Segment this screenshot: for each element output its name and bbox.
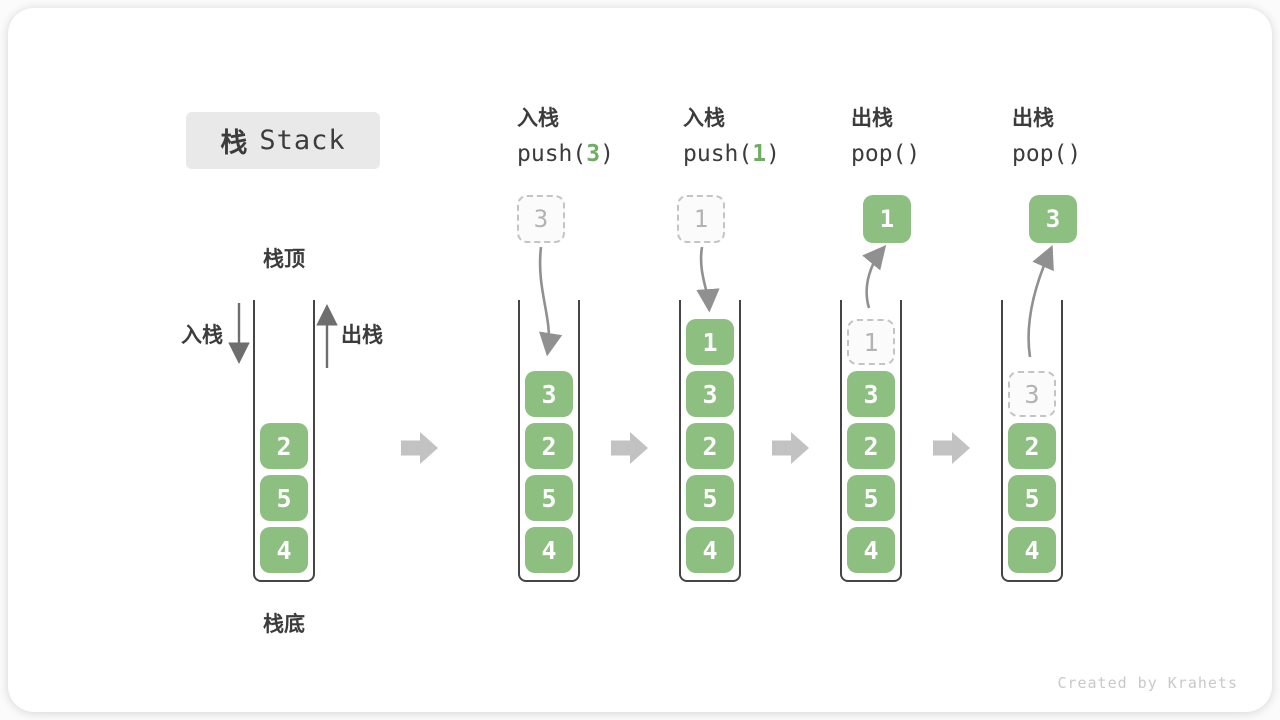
stack-top-label: 栈顶 [263,248,305,271]
stack-cell-ghost: 1 [847,319,895,365]
stack-cell: 5 [525,475,573,521]
op-code-post: ) [906,141,921,167]
stack-cell: 4 [1008,527,1056,573]
op-code-arg: 1 [752,141,767,167]
op-code-pre: push( [517,141,587,167]
stack-cell: 3 [525,371,573,417]
stack-container-initial: 2 5 4 [253,300,315,582]
op-zh: 出栈 [1012,107,1054,130]
op-code: pop() [1012,139,1081,169]
stack-cell: 2 [260,423,308,469]
incoming-value-box: 3 [517,195,565,243]
stack-cell-ghost: 3 [1008,371,1056,417]
stack-container-push-3: 3 2 5 4 [518,300,580,582]
op-code-pre: push( [683,141,753,167]
op-code: push(1) [683,139,780,169]
title-box: 栈 Stack [186,112,380,169]
stack-cell: 4 [686,527,734,573]
op-zh: 入栈 [683,107,725,130]
op-code-pre: pop( [1012,141,1068,167]
stack-cell: 5 [1008,475,1056,521]
stack-cell: 5 [847,475,895,521]
title-en: Stack [259,125,346,156]
stack-cell: 2 [525,423,573,469]
op-label-pop-1: 出栈 pop() [851,104,920,169]
push-curve-arrow [696,246,720,313]
op-code: pop() [851,139,920,169]
step-arrow-icon [772,432,809,464]
step-arrow-icon [611,432,648,464]
stack-cell: 4 [525,527,573,573]
step-arrow-icon [401,432,438,464]
op-code-post: ) [1067,141,1082,167]
op-zh: 入栈 [517,107,559,130]
stack-cell: 1 [686,319,734,365]
op-code-post: ) [600,141,614,167]
op-code-post: ) [766,141,780,167]
popped-value-box: 1 [863,195,911,243]
title-zh: 栈 [220,128,248,158]
stack-bottom-label: 栈底 [263,613,305,636]
push-side-label: 入栈 [181,324,223,347]
stack-cell: 5 [686,475,734,521]
step-arrow-icon [933,432,970,464]
op-label-push-1: 入栈 push(1) [683,104,780,169]
stack-cell: 4 [260,527,308,573]
stack-cell: 2 [686,423,734,469]
op-label-push-3: 入栈 push(3) [517,104,614,169]
stack-cell: 5 [260,475,308,521]
stack-container-pop-1: 1 3 2 5 4 [840,300,902,582]
op-zh: 出栈 [851,107,893,130]
watermark: Created by Krahets [1057,674,1238,692]
stack-cell: 3 [847,371,895,417]
stack-cell: 3 [686,371,734,417]
stack-cell: 4 [847,527,895,573]
op-code: push(3) [517,139,614,169]
op-label-pop-3: 出栈 pop() [1012,104,1081,169]
op-code-pre: pop( [851,141,907,167]
stack-cell: 2 [1008,423,1056,469]
stack-container-push-1: 1 3 2 5 4 [679,300,741,582]
incoming-value-box: 1 [677,195,725,243]
pop-side-label: 出栈 [341,324,383,347]
popped-value-box: 3 [1029,195,1077,243]
stack-cell: 2 [847,423,895,469]
op-code-arg: 3 [586,141,601,167]
stack-container-pop-3: 3 2 5 4 [1001,300,1063,582]
